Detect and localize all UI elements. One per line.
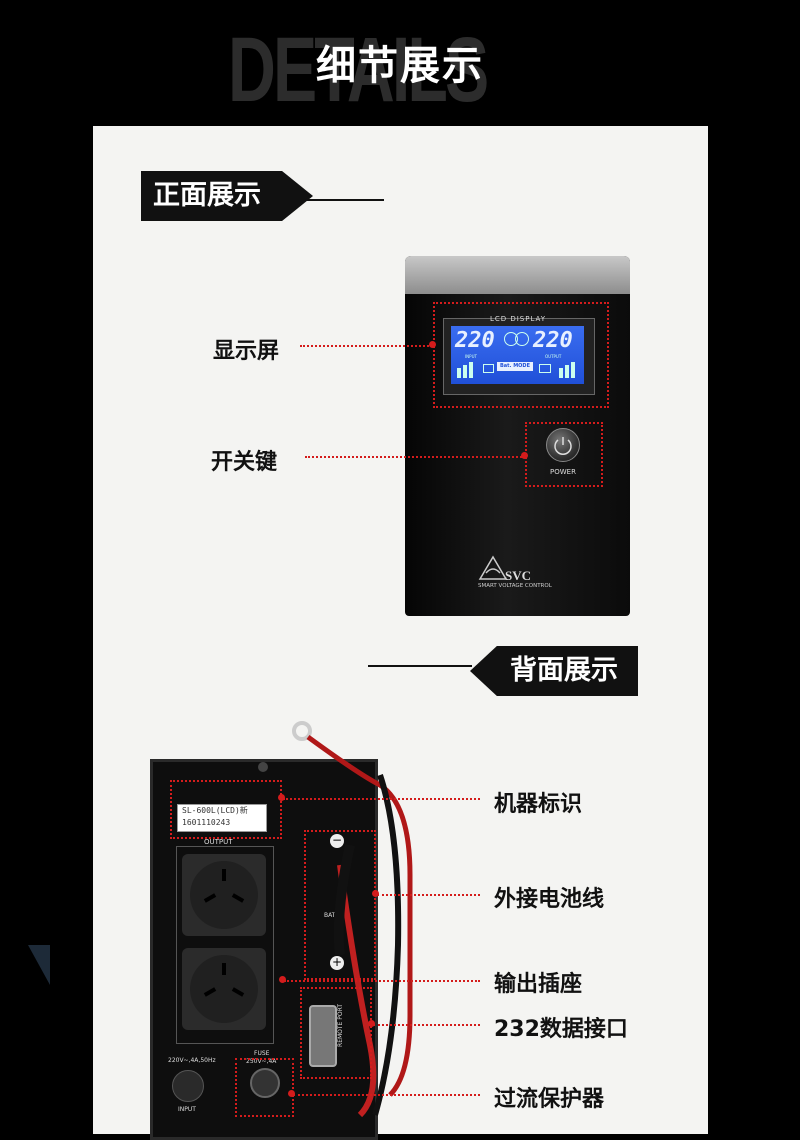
rs232-port: [309, 1005, 337, 1067]
ups-front-top-panel: [405, 256, 630, 294]
output-caption: OUTPUT: [204, 838, 233, 846]
lcd-screen: 220 220 INPUT OUTPUT Bat. MODE: [451, 326, 584, 384]
battery-highlight-box: [304, 830, 376, 980]
power-icon: [554, 437, 572, 455]
rs232-callout-dot: [368, 1020, 375, 1027]
output-socket-2: [182, 948, 266, 1030]
lcd-level-bar: [457, 368, 461, 378]
fuse-callout-line: [293, 1094, 480, 1096]
display-highlight-box: [433, 302, 609, 408]
rs232-callout-line: [373, 1024, 480, 1026]
power-highlight-box: [525, 422, 603, 487]
display-callout-line: [300, 345, 433, 347]
id-highlight-box: [170, 780, 282, 839]
back-tag-rule: [368, 665, 472, 667]
battery-callout-line: [377, 894, 480, 896]
label-power-key: 开关键: [211, 450, 278, 475]
label-display: 显示屏: [213, 339, 280, 364]
sticker-serial: 1601110243: [182, 818, 231, 827]
fuse-rating: 250V~,4A: [246, 1058, 277, 1065]
input-cord-socket: [172, 1070, 204, 1102]
front-tag-rule: [300, 199, 384, 201]
id-callout-line: [283, 798, 480, 800]
fuse-holder: [250, 1068, 280, 1098]
brand-logo: SVC: [505, 568, 532, 583]
front-section-tag: 正面展示: [141, 171, 313, 221]
lcd-monitor-icon: [539, 364, 551, 373]
lcd-battery-icon: [483, 364, 494, 373]
lcd-level-bar: [469, 362, 473, 378]
id-callout-dot: [278, 794, 285, 801]
ups-front-body: [405, 256, 630, 616]
fuse-highlight-box: [235, 1058, 294, 1117]
model-sticker: SL-600L(LCD)新 1601110243: [177, 804, 267, 832]
lcd-level-bar: [559, 368, 563, 378]
power-callout-dot: [521, 452, 528, 459]
socket-pins-icon: [190, 861, 258, 929]
minus-terminal-icon: −: [330, 833, 344, 848]
screw-icon: [258, 762, 268, 772]
rs232-highlight-box: [300, 987, 372, 1079]
back-section-tag: 背面展示: [470, 646, 638, 696]
output-panel: [176, 846, 274, 1044]
label-rs232-port: 232数据接口: [494, 1017, 628, 1042]
plus-terminal-icon: +: [330, 955, 344, 970]
lcd-title: LCD DISPLAY: [489, 315, 547, 323]
label-machine-id: 机器标识: [494, 792, 583, 817]
output-socket-1: [182, 854, 266, 936]
page-title: 细节展示: [316, 43, 484, 89]
background-word: DETAILS: [228, 19, 489, 121]
label-overcurrent: 过流保护器: [494, 1087, 605, 1112]
lcd-plug-icon: [515, 332, 529, 346]
lcd-output-caption: OUTPUT: [545, 354, 562, 359]
svc-logo-icon: [478, 555, 508, 580]
lcd-level-bar: [565, 365, 569, 378]
input-caption: INPUT: [178, 1106, 196, 1113]
lcd-level-bar: [463, 365, 467, 378]
socket-callout-line: [284, 980, 480, 982]
lcd-input-caption: INPUT: [465, 354, 477, 359]
fuse-callout-dot: [288, 1090, 295, 1097]
socket-pins-icon: [190, 955, 258, 1023]
lcd-mode-badge: Bat. MODE: [497, 362, 533, 371]
power-button[interactable]: [546, 428, 580, 462]
input-rating: 220V~,4A,50Hz: [168, 1057, 216, 1064]
lcd-level-bar: [571, 362, 575, 378]
socket-callout-dot: [279, 976, 286, 983]
display-callout-dot: [429, 341, 436, 348]
power-callout-line: [305, 456, 525, 458]
label-output-socket: 输出插座: [494, 972, 583, 997]
fuse-caption: FUSE: [254, 1050, 270, 1057]
lcd-input-value: 220: [455, 328, 495, 353]
label-battery-cable: 外接电池线: [494, 887, 605, 912]
brand-subtitle: SMART VOLTAGE CONTROL: [478, 583, 552, 589]
corner-decoration: [28, 945, 50, 985]
battery-callout-dot: [372, 890, 379, 897]
power-caption: POWER: [550, 468, 576, 476]
lcd-output-value: 220: [533, 328, 573, 353]
sticker-model: SL-600L(LCD)新: [182, 806, 248, 815]
battery-caption: BAT: [324, 912, 336, 919]
